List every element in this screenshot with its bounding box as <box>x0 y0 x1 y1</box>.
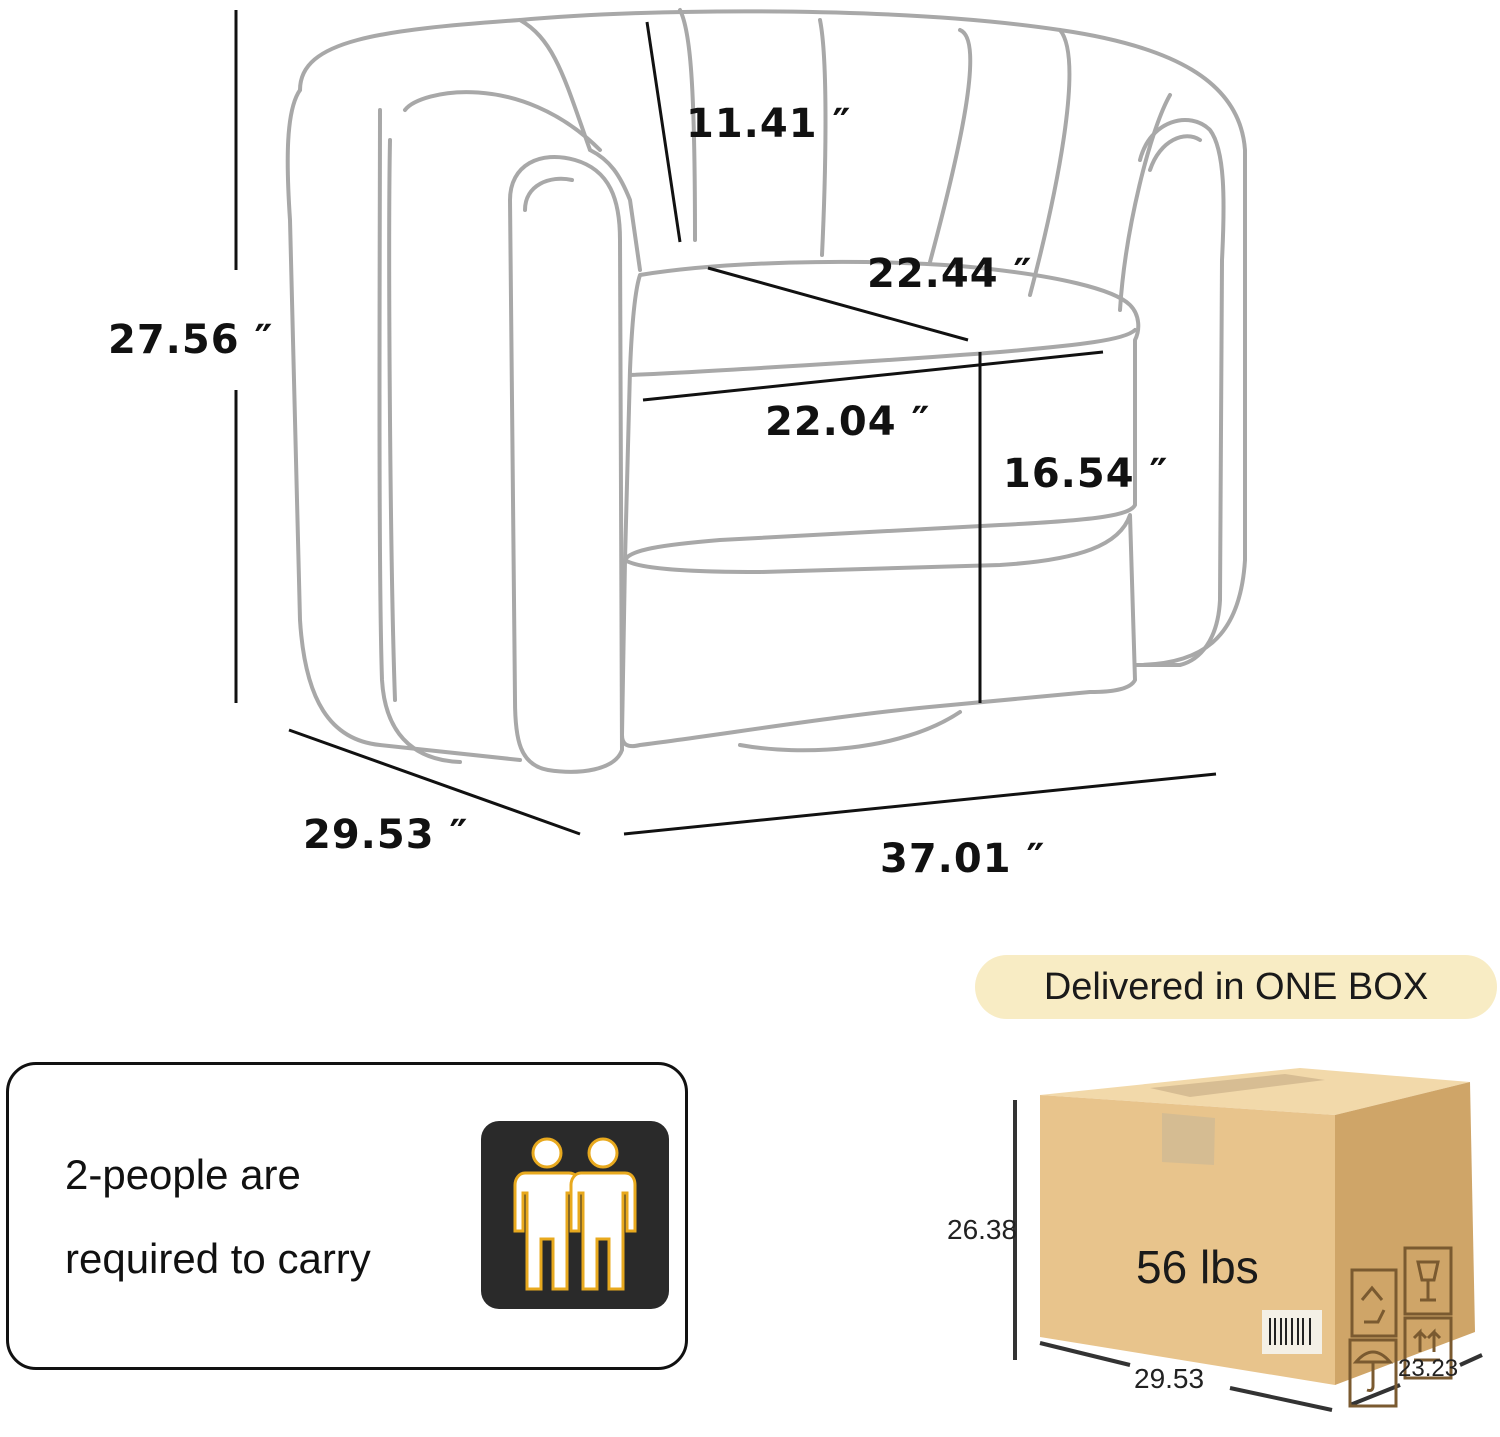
back-height-line <box>645 21 682 243</box>
delivery-banner-text: Delivered in ONE BOX <box>1043 965 1429 1008</box>
carry-notice-line2: required to carry <box>65 1235 371 1282</box>
seat-width-line <box>642 350 1104 402</box>
box-width-label: 29.53 <box>1134 1363 1205 1394</box>
back-height-label: 11.41 ″ <box>686 101 852 147</box>
recycle-icon <box>1350 1268 1398 1338</box>
box-height-label: 26.38 <box>947 1214 1018 1245</box>
overall-width-line <box>623 772 1217 836</box>
chair-diagram <box>234 8 1247 836</box>
chair-left-arm-front <box>508 154 624 774</box>
overall-depth-line <box>288 728 581 836</box>
fragile-glass-icon <box>1403 1246 1453 1316</box>
two-people-icon <box>481 1121 669 1309</box>
chair-left-arm-outer <box>285 88 522 762</box>
chair-right-arm-front <box>1138 118 1226 667</box>
overall-height-label: 27.56 ″ <box>108 317 274 363</box>
chair-seat-cushion <box>623 259 1141 562</box>
seat-depth-line <box>707 266 969 342</box>
keep-dry-umbrella-icon <box>1348 1338 1398 1408</box>
delivery-banner: Delivered in ONE BOX <box>975 955 1497 1019</box>
seat-depth-label: 22.44 ″ <box>867 251 1033 297</box>
carry-notice: 2-people are required to carry <box>6 1062 688 1370</box>
box-depth-label: 23.23 <box>1398 1355 1459 1382</box>
seat-height-label: 16.54 ″ <box>1003 451 1169 497</box>
this-side-up-icon <box>1403 1316 1453 1380</box>
overall-width-label: 37.01 ″ <box>880 836 1046 882</box>
overall-depth-label: 29.53 ″ <box>303 812 469 858</box>
chair-base <box>620 513 1137 749</box>
carry-notice-line1: 2-people are <box>65 1151 301 1198</box>
box-weight-label: 56 lbs <box>1136 1241 1259 1293</box>
box-depth-line <box>1349 1383 1401 1407</box>
chair-back-shell <box>298 9 1247 667</box>
box-width-line-right <box>1229 1386 1333 1412</box>
seat-width-label: 22.04 ″ <box>765 399 931 445</box>
box-width-line-left <box>1039 1341 1131 1367</box>
